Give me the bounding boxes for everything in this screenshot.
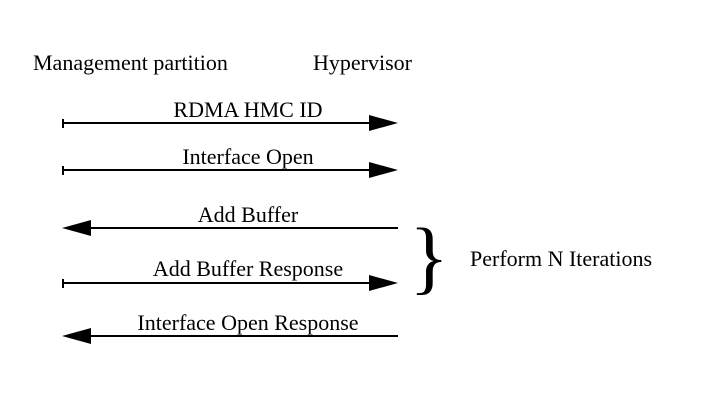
arrowhead-right-icon — [369, 275, 398, 291]
arrow-shaft — [88, 335, 398, 337]
participant-label-management-partition: Management partition — [33, 50, 228, 75]
arrow-shaft — [62, 122, 372, 124]
iterations-annotation-label: Perform N Iterations — [470, 246, 653, 271]
arrowhead-right-icon — [369, 162, 398, 178]
message-label-add-buffer-response: Add Buffer Response — [152, 256, 344, 281]
participant-label-hypervisor: Hypervisor — [313, 50, 412, 75]
arrowhead-right-icon — [369, 115, 398, 131]
message-label-interface-open: Interface Open — [182, 144, 314, 169]
arrowhead-left-icon — [62, 220, 91, 236]
message-label-rdma-hmc-id: RDMA HMC ID — [173, 97, 323, 122]
arrow-shaft — [62, 282, 372, 284]
message-label-add-buffer: Add Buffer — [197, 202, 299, 227]
curly-brace-icon: } — [409, 211, 449, 302]
arrow-shaft — [88, 227, 398, 229]
message-label-interface-open-response: Interface Open Response — [137, 310, 359, 335]
arrowhead-left-icon — [62, 328, 91, 344]
arrow-shaft — [62, 169, 372, 171]
